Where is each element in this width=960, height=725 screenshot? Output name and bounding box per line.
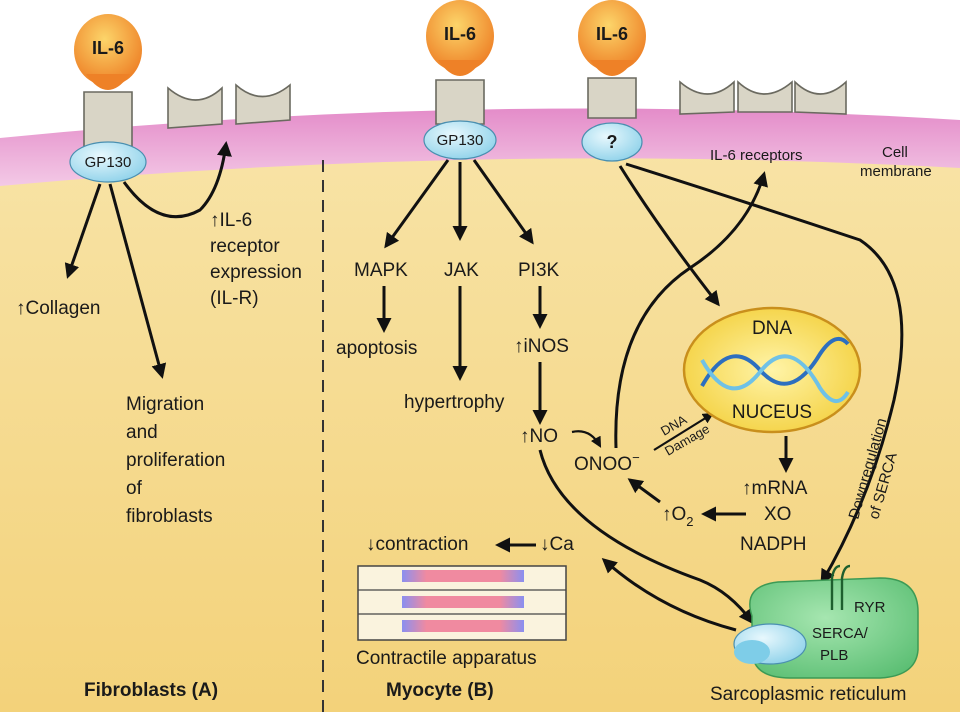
contraction-label: ↓contraction: [366, 534, 468, 555]
arrow-unknown-to-nucleus: [618, 165, 720, 307]
cell-membrane-label: membrane: [860, 163, 932, 180]
il6-ligand-center: IL-6: [426, 0, 494, 76]
receptor-stalk-right: [587, 77, 637, 119]
arrow-to-collagen: [64, 183, 102, 279]
no-label: ↑NO: [520, 426, 558, 447]
empty-receptor: [737, 80, 793, 113]
contractile-apparatus-icon: [357, 565, 567, 641]
calcium-label: ↓Ca: [540, 534, 574, 555]
empty-receptor: [794, 80, 847, 115]
gp130-label: GP130: [85, 154, 132, 171]
gp130-receptor-center: GP130: [423, 120, 497, 160]
il6-ligand-left: IL-6: [74, 14, 142, 90]
empty-receptor: [235, 83, 291, 125]
migration-label: fibroblasts: [126, 506, 213, 527]
onoo-label: ONOO−: [574, 450, 640, 475]
il6-label: IL-6: [596, 24, 628, 44]
il6-receptor-expression-label: expression: [210, 262, 302, 283]
arrow-sr-to-ca: [601, 558, 737, 632]
arrow-to-migration: [108, 183, 167, 379]
gp130-receptor-left: GP130: [69, 141, 147, 183]
ryr-label: RYR: [854, 599, 886, 616]
pi3k-label: PI3K: [518, 260, 560, 281]
migration-label: and: [126, 422, 158, 443]
il6-receptors-label: IL-6 receptors: [710, 147, 803, 164]
empty-receptor: [167, 86, 223, 129]
il6-label: IL-6: [444, 24, 476, 44]
il6-receptor-expression-label: receptor: [210, 236, 280, 257]
panel-label-myocyte: Myocyte (B): [386, 680, 494, 701]
inos-label: ↑iNOS: [514, 336, 569, 357]
il6-ligand-right: IL-6: [578, 0, 646, 76]
dna-helix-icon: [700, 336, 850, 387]
dna-helix-icon: [700, 354, 850, 403]
unknown-receptor-label: ?: [607, 132, 618, 152]
contractile-apparatus-label: Contractile apparatus: [356, 648, 537, 669]
nucleus-label: NUCEUS: [732, 402, 812, 423]
dna-label: DNA: [752, 318, 792, 339]
panel-label-fibroblasts: Fibroblasts (A): [84, 680, 218, 701]
serca-pump-icon: [734, 640, 770, 664]
arrow-o2-to-onoo: [627, 478, 661, 504]
arrow-to-il6-receptors: [122, 141, 232, 219]
receptor-stalk-left: [83, 91, 133, 151]
nadph-label: NADPH: [740, 534, 807, 555]
arrow-no-to-sr: [538, 449, 754, 625]
nucleus: DNA NUCEUS: [682, 306, 862, 434]
o2-label: ↑O2: [662, 504, 694, 529]
arrow-dna-damage: [653, 412, 714, 451]
arrow-to-mapk: [384, 159, 450, 249]
serca-label: SERCA/: [812, 625, 869, 642]
unknown-receptor: ?: [581, 122, 643, 162]
ryr-channel-icon: [830, 564, 841, 610]
gp130-label: GP130: [437, 132, 484, 149]
collagen-label: ↑Collagen: [16, 298, 101, 319]
jak-label: JAK: [444, 260, 479, 281]
mapk-label: MAPK: [354, 260, 408, 281]
sarcoplasmic-reticulum: RYR SERCA/ PLB: [733, 564, 919, 679]
ryr-channel-icon: [840, 564, 851, 610]
mrna-label: ↑mRNA: [742, 478, 808, 499]
migration-label: proliferation: [126, 450, 225, 471]
cytoplasm: [0, 116, 960, 712]
arrow-downregulation-serca: [625, 162, 904, 585]
xo-label: XO: [764, 504, 791, 525]
cell-membrane-label: Cell: [882, 144, 908, 161]
il6-receptor-expression-label: (IL-R): [210, 288, 259, 309]
receptor-stalk-center: [435, 79, 485, 125]
migration-label: Migration: [126, 394, 204, 415]
empty-receptor: [679, 80, 735, 115]
serca-label: PLB: [820, 647, 848, 664]
sarcoplasmic-reticulum-label: Sarcoplasmic reticulum: [710, 684, 906, 705]
il6-label: IL-6: [92, 38, 124, 58]
migration-label: of: [126, 478, 143, 499]
il6-receptor-expression-label: ↑IL-6: [210, 210, 252, 231]
arrow-to-pi3k: [472, 159, 534, 245]
arrow-no-to-onoo: [571, 430, 602, 448]
apoptosis-label: apoptosis: [336, 338, 417, 359]
arrow-onoo-to-il6-receptors: [614, 171, 768, 449]
hypertrophy-label: hypertrophy: [404, 392, 505, 413]
